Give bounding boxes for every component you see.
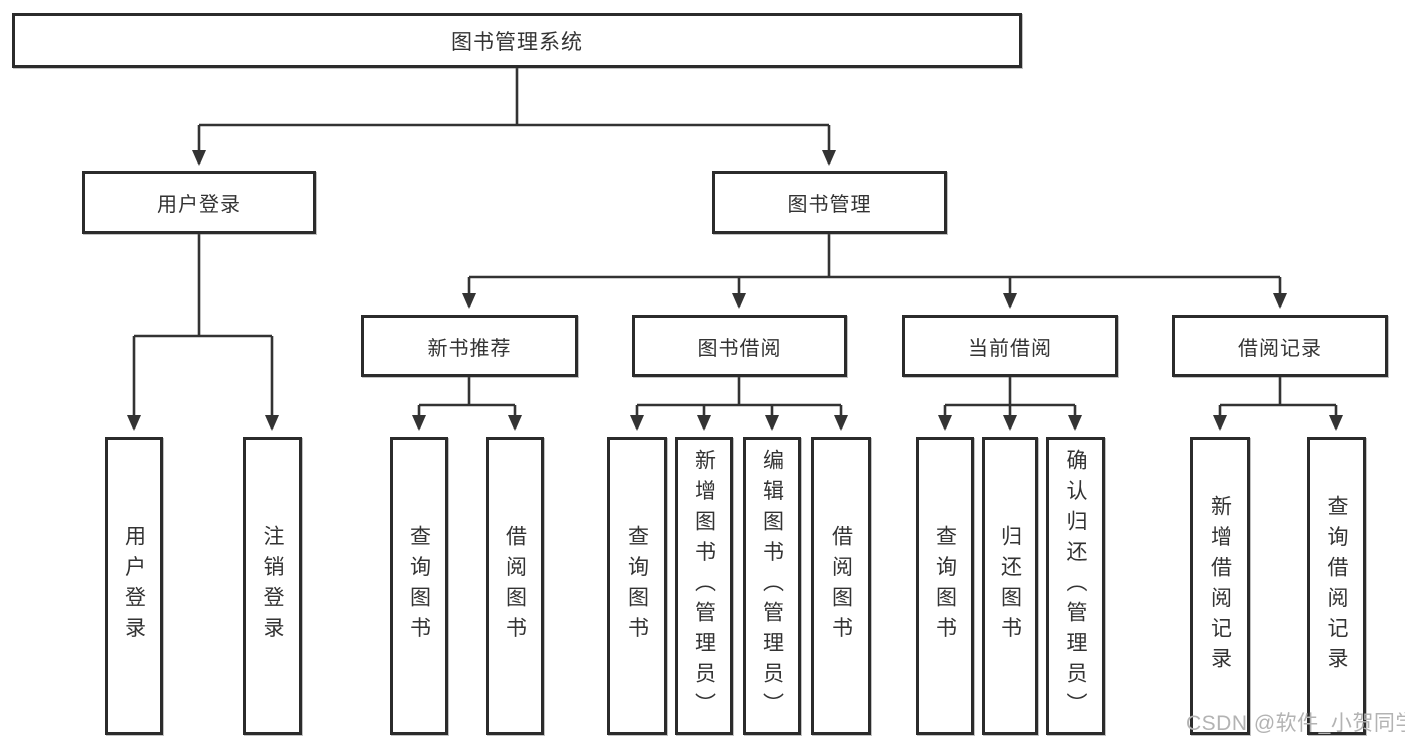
node-label: 新书推荐 — [427, 337, 512, 360]
leaf-query-books-current: 查询图书 — [916, 437, 974, 735]
leaf-add-borrow-record: 新增借阅记录 — [1190, 437, 1250, 735]
node-label: 当前借阅 — [968, 337, 1052, 360]
node-user-login-module: 用户登录 — [82, 171, 316, 234]
node-label: 查询图书 — [407, 525, 431, 647]
leaf-query-books-recommend: 查询图书 — [390, 437, 448, 735]
leaf-borrow-books-borrow: 借阅图书 — [811, 437, 871, 735]
node-label: 图书管理 — [787, 194, 872, 216]
leaf-user-login: 用户登录 — [105, 437, 163, 735]
node-label: 借阅记录 — [1238, 337, 1322, 360]
node-label: 用户登录 — [122, 525, 146, 647]
node-new-book-recommend: 新书推荐 — [361, 315, 578, 377]
node-label: 用户登录 — [157, 194, 241, 216]
node-label: 编辑图书（管理员） — [760, 448, 784, 724]
leaf-confirm-return-admin: 确认归还（管理员） — [1046, 437, 1105, 735]
node-label: 借阅图书 — [503, 525, 527, 647]
node-label: 查询图书 — [933, 525, 957, 647]
node-label: 图书借阅 — [697, 337, 782, 360]
node-book-borrow: 图书借阅 — [632, 315, 847, 377]
node-label: 归还图书 — [998, 525, 1022, 647]
leaf-logout: 注销登录 — [243, 437, 302, 735]
node-label: 查询借阅记录 — [1325, 494, 1348, 678]
leaf-add-books-admin: 新增图书（管理员） — [675, 437, 733, 735]
node-current-borrow: 当前借阅 — [902, 315, 1118, 377]
node-label: 借阅图书 — [829, 525, 853, 647]
node-book-management-module: 图书管理 — [712, 171, 947, 234]
node-label: 查询图书 — [625, 525, 649, 647]
node-root-system: 图书管理系统 — [12, 13, 1022, 68]
node-borrow-record: 借阅记录 — [1172, 315, 1388, 377]
node-label: 图书管理系统 — [451, 30, 583, 54]
leaf-borrow-books-recommend: 借阅图书 — [486, 437, 544, 735]
leaf-return-books: 归还图书 — [982, 437, 1038, 735]
leaf-query-borrow-record: 查询借阅记录 — [1307, 437, 1366, 735]
node-label: 注销登录 — [261, 525, 284, 647]
leaf-edit-books-admin: 编辑图书（管理员） — [743, 437, 801, 735]
node-label: 新增图书（管理员） — [692, 448, 716, 724]
node-label: 确认归还（管理员） — [1064, 448, 1087, 724]
leaf-query-books-borrow: 查询图书 — [607, 437, 667, 735]
node-label: 新增借阅记录 — [1208, 494, 1232, 678]
